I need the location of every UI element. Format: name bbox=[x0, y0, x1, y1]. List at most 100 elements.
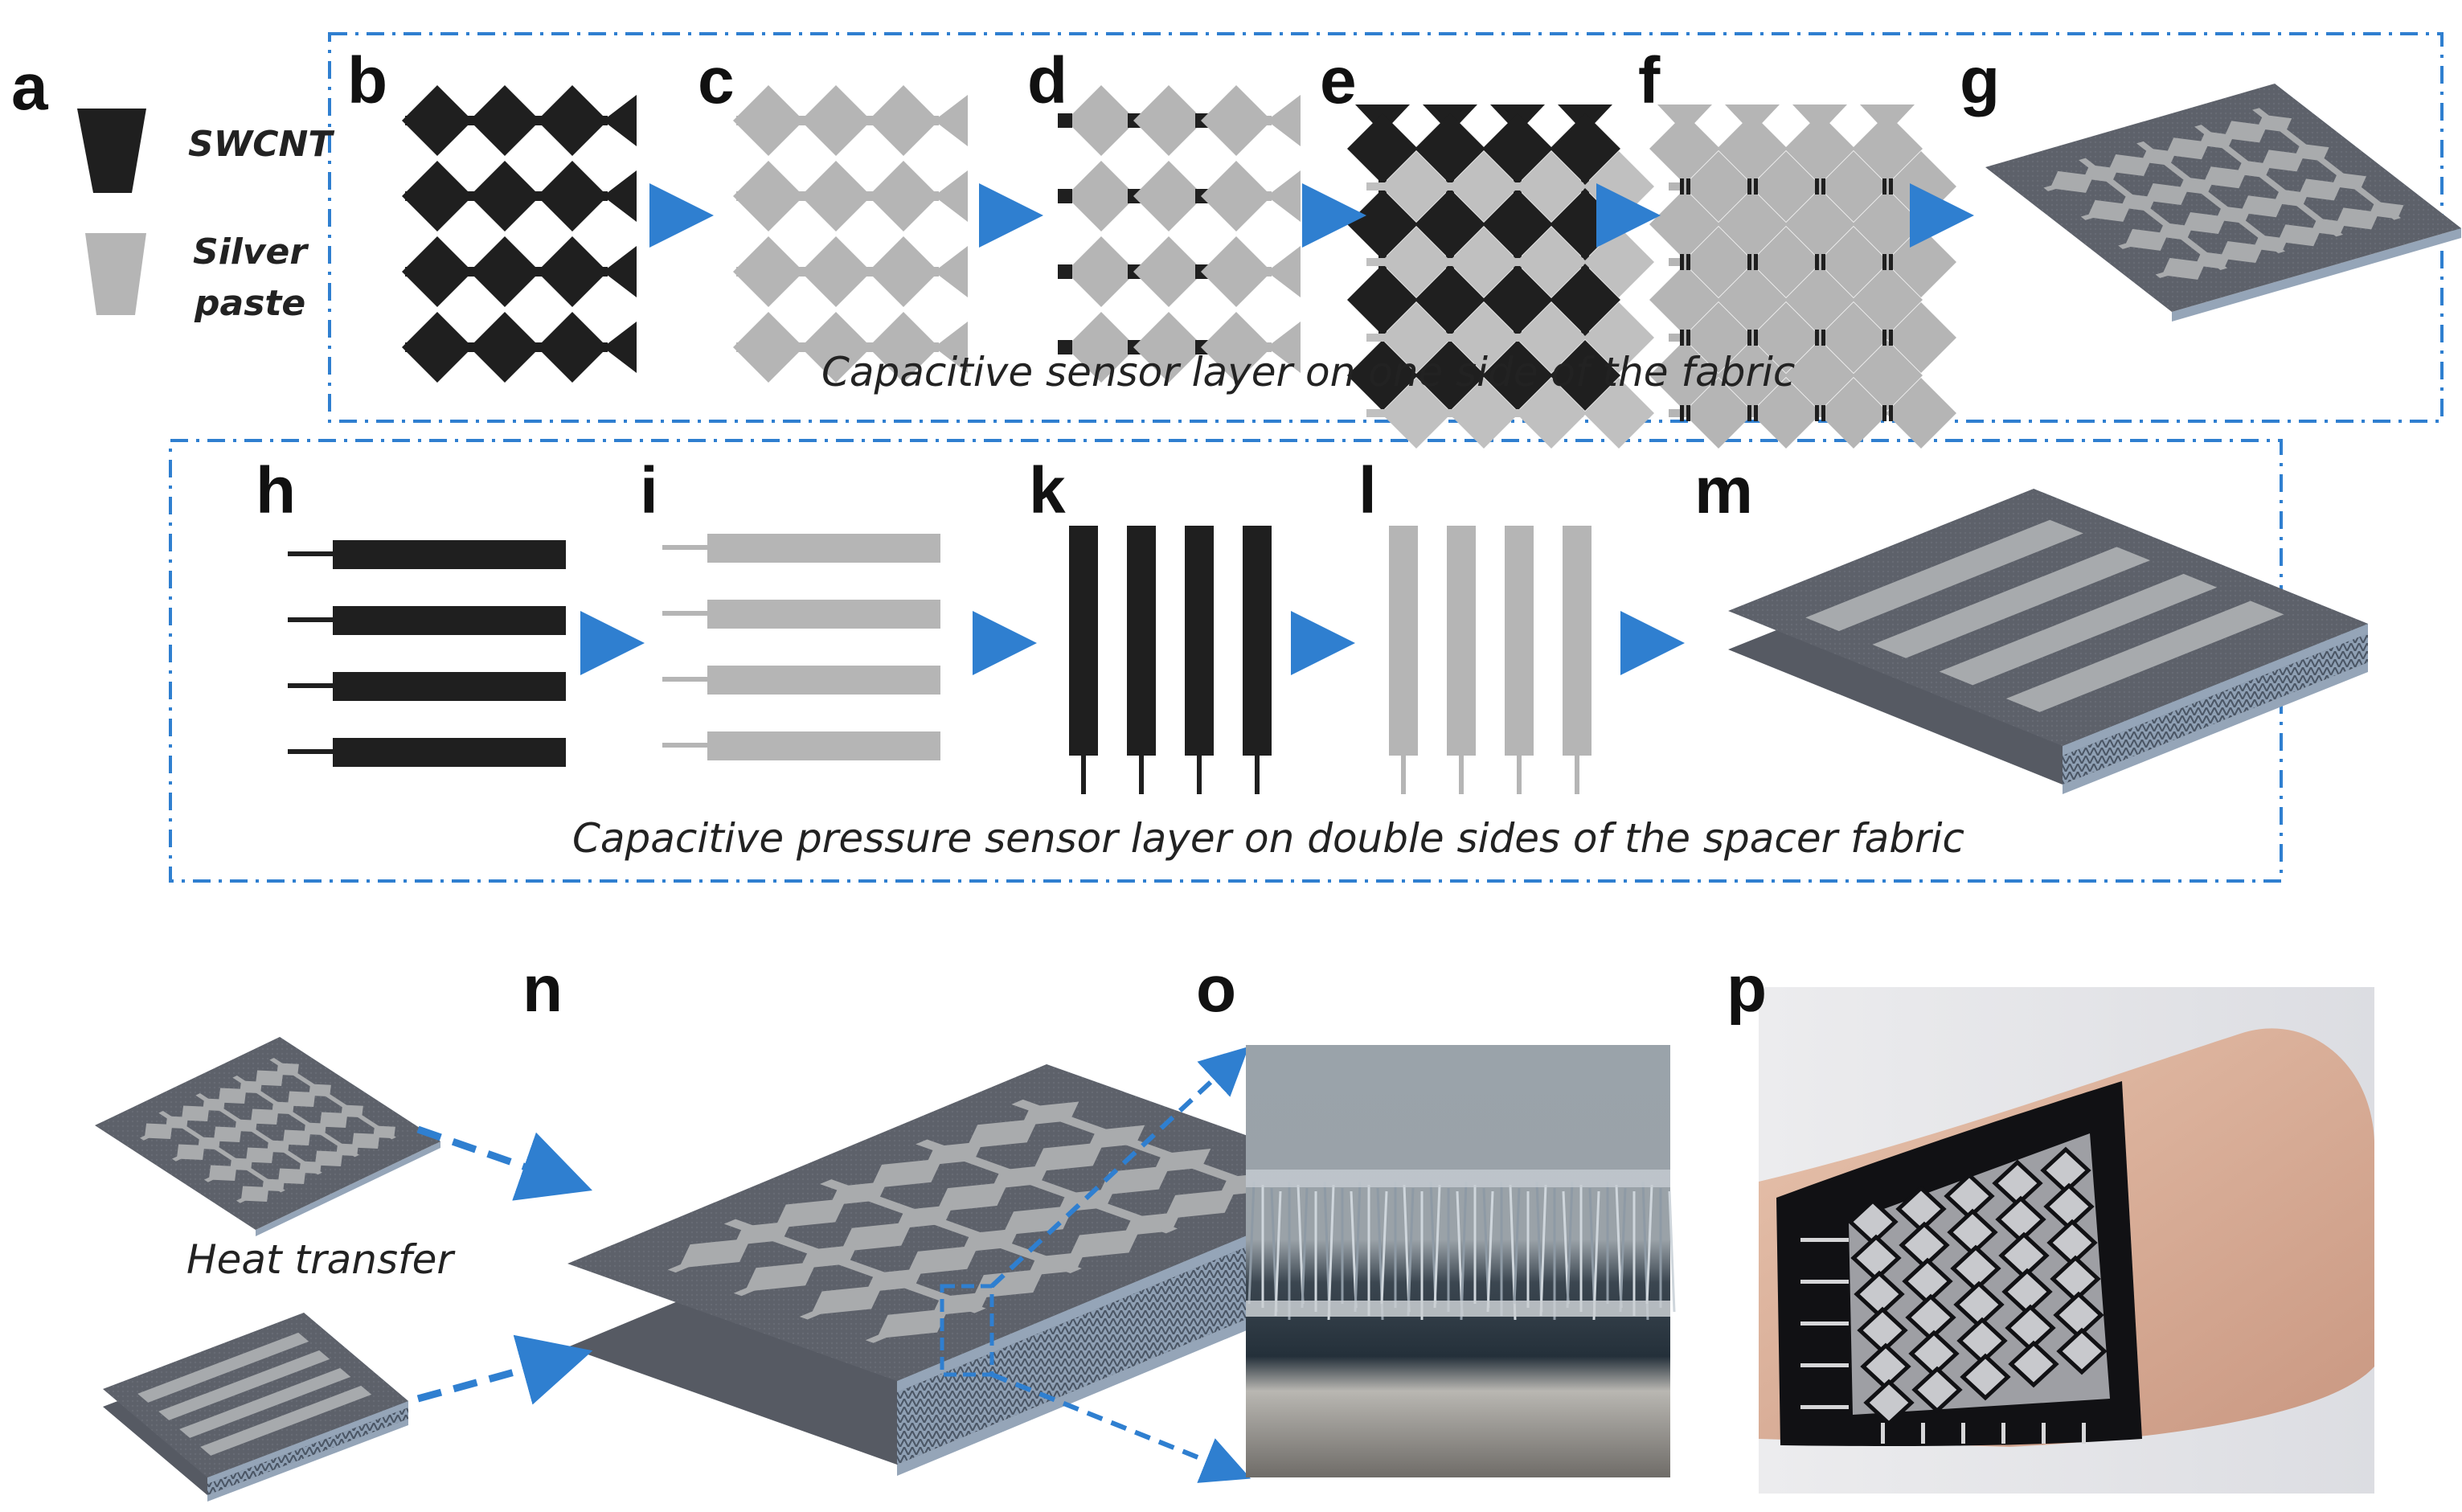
diamond-pad bbox=[801, 312, 871, 383]
diamond-pad bbox=[1751, 302, 1821, 373]
diamond-pad bbox=[2273, 189, 2308, 207]
column-line bbox=[1011, 1099, 1274, 1194]
panel-label-i: i bbox=[640, 454, 658, 527]
legend-silver-line2: paste bbox=[195, 283, 306, 324]
diamond-pad bbox=[1381, 227, 1452, 297]
diamond-pad bbox=[1583, 302, 1654, 373]
strip-electrode bbox=[1563, 526, 1591, 756]
top-fabric-side-front bbox=[2063, 624, 2368, 756]
sensor-cell bbox=[1960, 1353, 2011, 1401]
diamond-pad bbox=[1784, 264, 1855, 335]
crossover-mark bbox=[1821, 178, 1825, 195]
lead-wire bbox=[1961, 1423, 1965, 1444]
strip-electrode bbox=[179, 1367, 351, 1438]
diamond-pad bbox=[198, 1137, 220, 1150]
crossover-mark bbox=[1754, 330, 1758, 346]
terminal-pad bbox=[603, 322, 637, 373]
diamond-pad bbox=[1164, 1189, 1236, 1219]
spacer-fiber bbox=[1354, 1181, 1362, 1313]
diamond-pad bbox=[1784, 189, 1855, 260]
diamond-pad bbox=[830, 1181, 887, 1206]
panel-label-c: c bbox=[698, 44, 735, 117]
diamond-electrodes-silver bbox=[733, 85, 968, 383]
diamond-pad bbox=[2083, 165, 2119, 182]
diamond-pad bbox=[876, 1309, 949, 1339]
lead-wire bbox=[1800, 1405, 1849, 1409]
lead-wire bbox=[1255, 756, 1260, 794]
wrist-sensor-grid bbox=[1800, 1133, 2110, 1444]
spacer-fiber bbox=[1380, 1190, 1388, 1305]
diamond-pad bbox=[1649, 340, 1720, 411]
crossover-mark bbox=[1882, 254, 1886, 270]
sensor-cell bbox=[1908, 1330, 1960, 1378]
diamond-pad bbox=[2298, 178, 2342, 201]
sensor-cell bbox=[2053, 1291, 2104, 1339]
dielectric-spot bbox=[1058, 340, 1072, 354]
crossover-mark bbox=[1747, 405, 1751, 421]
sensor-cell bbox=[1847, 1198, 1899, 1246]
spacer-fiber bbox=[1247, 1181, 1256, 1305]
diamond-pad bbox=[1415, 189, 1485, 260]
diamond-pad bbox=[1482, 340, 1553, 411]
spacer-fiber bbox=[1592, 1190, 1600, 1321]
panel-label-n: n bbox=[522, 953, 563, 1026]
diamond-pad bbox=[1066, 312, 1137, 383]
diamond-pad bbox=[402, 236, 473, 307]
diamond-pad bbox=[304, 1122, 326, 1136]
swcnt-ink-symbol bbox=[77, 109, 146, 193]
diamond-pad bbox=[1516, 302, 1587, 373]
sensor-cell bbox=[1850, 1234, 1902, 1282]
diamond-pad bbox=[1886, 378, 1956, 449]
diamond-pad bbox=[1649, 264, 1720, 335]
crossover-mark bbox=[1889, 405, 1893, 421]
legend-swcnt: SWCNT bbox=[188, 124, 333, 165]
diamond-pad bbox=[733, 312, 804, 383]
column-line bbox=[2079, 158, 2228, 270]
diamond-pad bbox=[1516, 378, 1587, 449]
diamond-pad bbox=[1717, 340, 1788, 411]
spacer-fiber bbox=[1327, 1184, 1335, 1321]
sensor-cell bbox=[2040, 1146, 2091, 1194]
sensor-cell bbox=[1950, 1244, 2001, 1293]
diamond-pad bbox=[262, 1178, 285, 1192]
sensor-cell bbox=[2050, 1255, 2101, 1303]
diamond-pad bbox=[866, 1268, 924, 1293]
strip-electrodes-swcnt-vertical bbox=[1069, 526, 1272, 794]
strip-electrode bbox=[1939, 573, 2218, 686]
diamond-pad bbox=[1201, 312, 1272, 383]
diamond-pad bbox=[1683, 151, 1754, 222]
diamond-pad bbox=[1516, 227, 1587, 297]
sensor-cell bbox=[1956, 1317, 2008, 1365]
spacer-fibers bbox=[1246, 1170, 1676, 1321]
fabric-side-front bbox=[256, 1141, 440, 1236]
diamond-pad bbox=[2215, 206, 2251, 223]
diamond-pad bbox=[2223, 121, 2267, 143]
crossover-mark bbox=[1747, 330, 1751, 346]
crossover-mark bbox=[1680, 254, 1684, 270]
panel-label-g: g bbox=[1960, 44, 2001, 117]
sensor-cell bbox=[1953, 1280, 2005, 1329]
diamond-pad bbox=[2161, 257, 2206, 280]
diamond-pad bbox=[2199, 131, 2235, 150]
diamond-pad bbox=[144, 1123, 173, 1140]
sensor-cell bbox=[1911, 1366, 1963, 1414]
dielectric-spot bbox=[1058, 264, 1072, 279]
lead-wire bbox=[288, 617, 333, 622]
diamond-pad bbox=[1133, 161, 1204, 232]
diamond-pad bbox=[871, 1158, 943, 1189]
diamond-pad bbox=[1717, 189, 1788, 260]
terminal-pad bbox=[1267, 246, 1301, 297]
lead-wire bbox=[1081, 756, 1086, 794]
diamond-pad bbox=[2331, 172, 2366, 191]
strip-electrode bbox=[707, 534, 940, 563]
diamond-pad bbox=[1347, 264, 1418, 335]
diamond-pad bbox=[2182, 212, 2226, 235]
top-fabric-side-front bbox=[207, 1401, 408, 1484]
spacer-mesh-front bbox=[207, 1408, 408, 1495]
panel-label-l: l bbox=[1358, 454, 1377, 527]
lead-wire bbox=[1517, 756, 1522, 794]
strip-electrode bbox=[333, 540, 566, 569]
sensor-cell bbox=[2043, 1182, 2095, 1231]
diamond-pad bbox=[2236, 160, 2272, 178]
crossover-mark bbox=[1754, 405, 1758, 421]
